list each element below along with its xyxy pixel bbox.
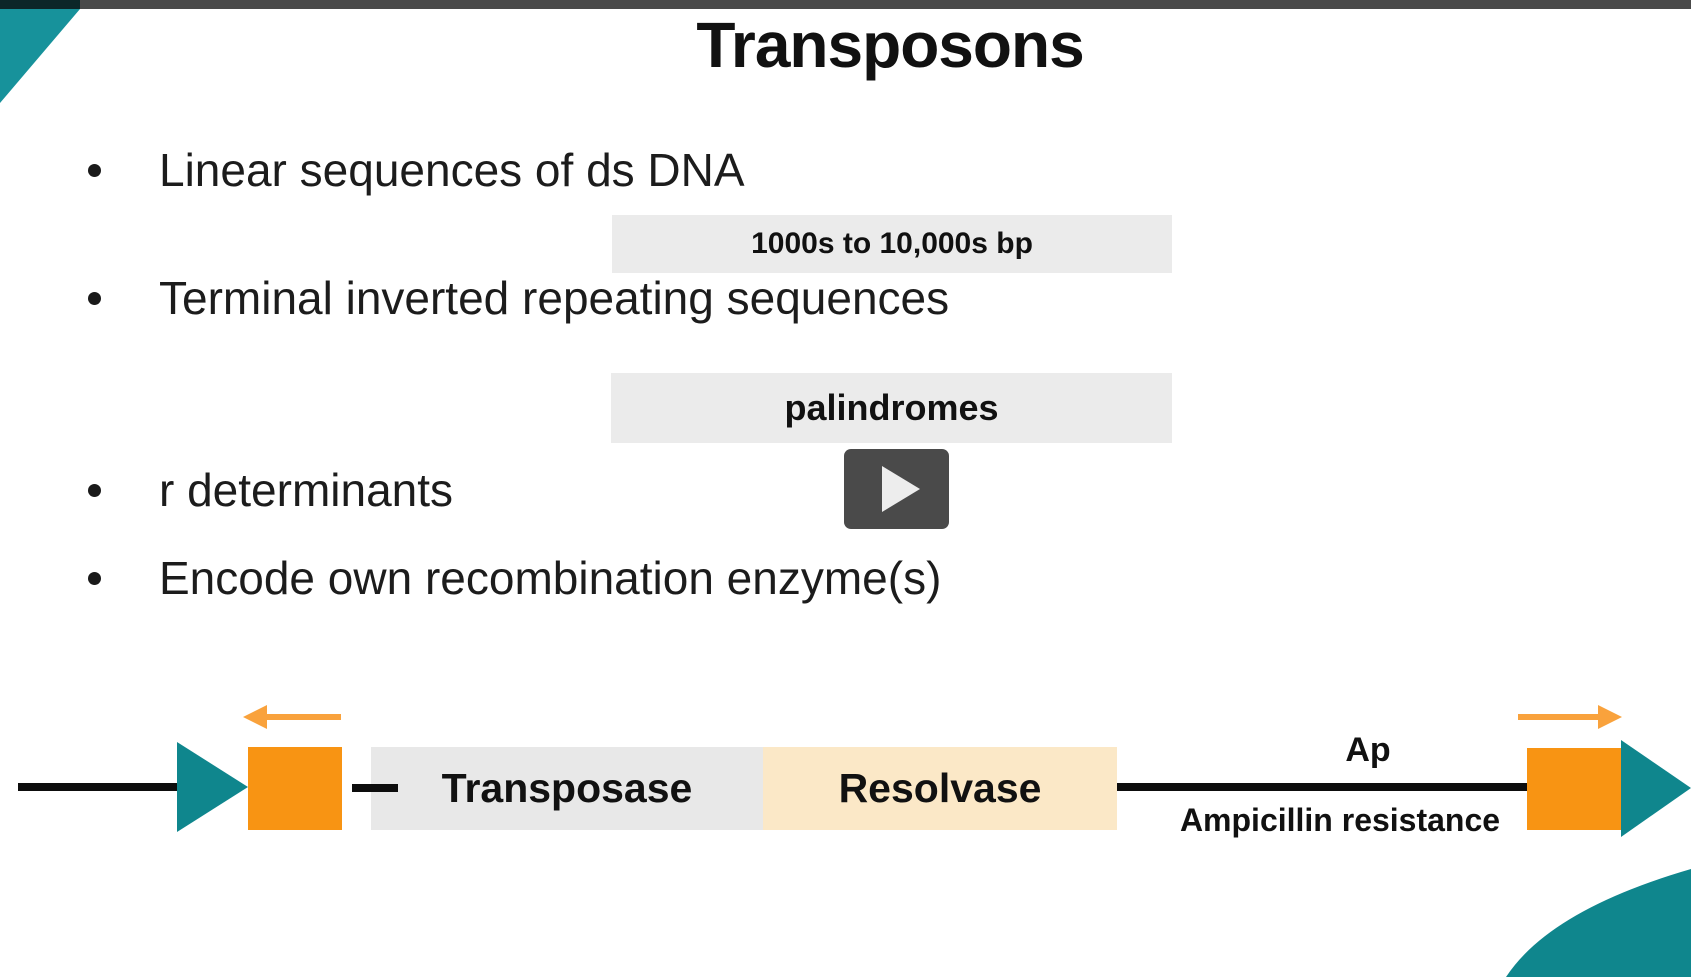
callout-size-range: 1000s to 10,000s bp xyxy=(612,215,1172,273)
bullet-item-2: Terminal inverted repeating sequences xyxy=(88,270,949,326)
bullet-text: r determinants xyxy=(159,464,454,516)
terminal-triangle-left-icon xyxy=(177,742,248,832)
terminal-triangle-right-icon xyxy=(1621,740,1691,837)
inverted-repeat-arrow-left-icon xyxy=(243,705,341,729)
inverted-repeat-arrow-right-icon xyxy=(1518,705,1622,729)
resolvase-label: Resolvase xyxy=(838,765,1042,811)
transposase-box: Transposase xyxy=(371,747,763,830)
callout-palindromes: palindromes xyxy=(611,373,1172,443)
dna-line-left xyxy=(18,783,178,791)
play-icon xyxy=(882,466,920,512)
dna-line-dash xyxy=(352,784,398,792)
page-title: Transposons xyxy=(696,9,1084,81)
bullet-item-1: Linear sequences of ds DNA xyxy=(88,142,745,198)
bullet-text: Encode own recombination enzyme(s) xyxy=(159,552,942,604)
bullet-item-4: Encode own recombination enzyme(s) xyxy=(88,550,941,606)
bullet-dot-icon xyxy=(88,483,101,497)
bullet-dot-icon xyxy=(88,163,101,177)
top-bar-dark-segment xyxy=(0,0,80,9)
bullet-dot-icon xyxy=(88,291,101,305)
corner-accent-top-left-icon xyxy=(0,9,80,103)
bullet-text: Terminal inverted repeating sequences xyxy=(159,272,950,324)
dna-line-right xyxy=(1117,783,1529,791)
video-play-button[interactable] xyxy=(844,449,949,529)
bullet-dot-icon xyxy=(88,571,101,585)
corner-accent-bottom-right-icon xyxy=(1506,869,1691,977)
bullet-item-3: r determinants xyxy=(88,462,453,518)
inverted-repeat-box-right xyxy=(1527,748,1621,830)
transposase-label: Transposase xyxy=(441,765,693,811)
bullet-text: Linear sequences of ds DNA xyxy=(159,144,745,196)
resistance-abbr-label: Ap xyxy=(1345,731,1391,769)
inverted-repeat-box-left xyxy=(248,747,342,830)
top-bar xyxy=(0,0,1691,9)
resolvase-box: Resolvase xyxy=(763,747,1117,830)
resistance-label: Ampicillin resistance xyxy=(1179,802,1501,838)
